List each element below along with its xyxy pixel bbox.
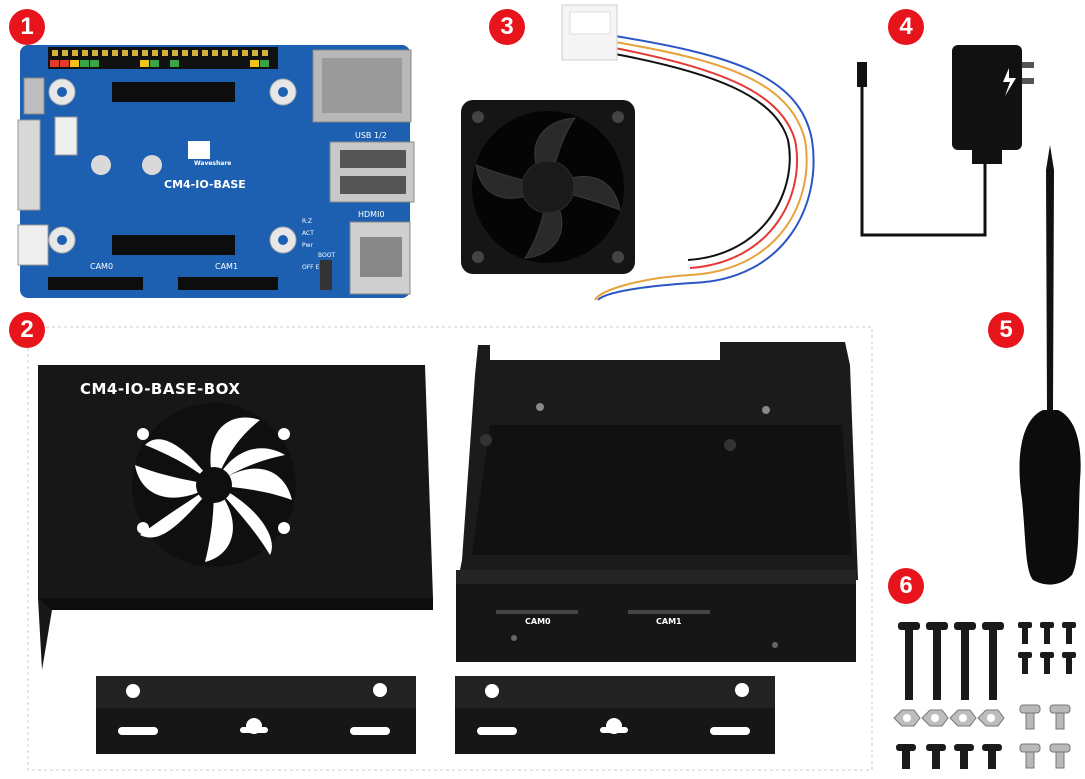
power-adapter <box>857 45 1034 237</box>
screw-set <box>896 622 1076 769</box>
mounting-bracket-left <box>96 676 416 754</box>
case-lid <box>38 365 433 670</box>
badge-2: 2 <box>9 312 45 348</box>
board-brand-label: Waveshare <box>194 160 232 167</box>
nut-set <box>893 709 1005 727</box>
case-cam1-label: CAM1 <box>656 617 682 626</box>
hdmi-label: HDMI0 <box>358 210 385 219</box>
cm4-io-base-board <box>17 45 415 298</box>
screwdriver <box>1019 145 1081 585</box>
badge-6: 6 <box>888 568 924 604</box>
board-cam1-label: CAM1 <box>215 262 239 271</box>
case-body <box>456 342 858 662</box>
board-cam0-label: CAM0 <box>90 262 114 271</box>
case-cam0-label: CAM0 <box>525 617 551 626</box>
led-rz-label: R.Z <box>302 218 312 225</box>
silver-screw-set <box>1019 704 1071 769</box>
usb-label: USB 1/2 <box>355 131 387 140</box>
led-act-label: ACT <box>302 230 314 237</box>
board-name-label: CM4-IO-BASE <box>164 178 246 191</box>
boot-label: BOOT <box>318 252 336 259</box>
badge-3: 3 <box>489 9 525 45</box>
case-frame <box>27 326 873 771</box>
mounting-bracket-right <box>455 676 775 754</box>
badge-5: 5 <box>988 312 1024 348</box>
badge-4: 4 <box>888 9 924 45</box>
badge-1: 1 <box>9 9 45 45</box>
off-label: OFF E <box>302 264 320 271</box>
led-pwr-label: Pwr <box>302 242 313 249</box>
lid-title: CM4-IO-BASE-BOX <box>80 380 241 398</box>
cooling-fan <box>461 4 815 301</box>
